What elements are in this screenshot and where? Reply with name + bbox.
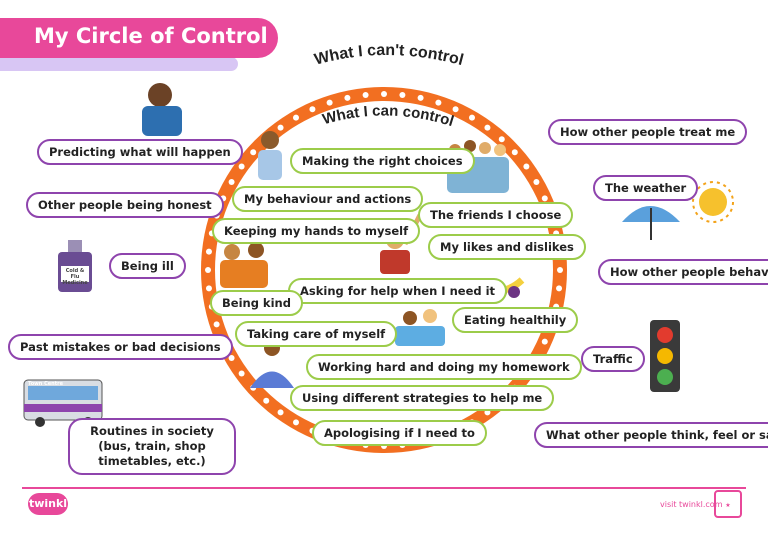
cant-behave-label: How other people behave bbox=[598, 259, 768, 285]
ring-dot bbox=[541, 338, 548, 345]
cant-traffic-label: Traffic bbox=[581, 346, 645, 372]
ring-dot bbox=[238, 163, 245, 170]
thinking-boy-image bbox=[142, 83, 182, 136]
page-title: My Circle of Control bbox=[34, 24, 268, 48]
cant-think-feel-label: What other people think, feel or say bbox=[534, 422, 768, 448]
ring-dot bbox=[228, 179, 235, 185]
can-apologise-label: Apologising if I need to bbox=[312, 420, 487, 446]
can-hands-label: Keeping my hands to myself bbox=[212, 218, 421, 244]
ring-dot bbox=[205, 285, 212, 292]
footer-line bbox=[22, 487, 746, 489]
can-friends-label: The friends I choose bbox=[418, 202, 574, 228]
ring-dot bbox=[469, 114, 475, 121]
ring-dot bbox=[344, 94, 351, 101]
ring-dot bbox=[250, 149, 257, 156]
umbrella-image bbox=[622, 206, 680, 240]
can-strategies-label: Using different strategies to help me bbox=[290, 385, 555, 411]
girl-phone-image bbox=[258, 131, 282, 180]
ring-dot bbox=[417, 94, 424, 101]
ring-dot bbox=[557, 267, 563, 273]
ring-dot bbox=[381, 91, 387, 97]
ring-dot bbox=[309, 106, 316, 113]
ring-dot bbox=[533, 179, 540, 185]
ring-dot bbox=[435, 99, 442, 106]
ring-dot bbox=[511, 149, 518, 156]
ring-dot bbox=[238, 370, 245, 377]
ring-dot bbox=[362, 91, 369, 98]
ring-dot bbox=[228, 355, 235, 361]
ring-dot bbox=[205, 248, 212, 255]
cant-routines-label: Routines in society (bus, train, shop ti… bbox=[68, 418, 236, 475]
ring-dot bbox=[452, 106, 459, 113]
ring-dot bbox=[205, 267, 211, 273]
title-banner bbox=[0, 18, 278, 58]
ring-dot bbox=[541, 195, 548, 202]
cant-past-mistakes-label: Past mistakes or bad decisions bbox=[8, 334, 233, 360]
ring-dot bbox=[498, 136, 505, 143]
ring-dot bbox=[326, 99, 333, 106]
twinkl-logo: twinkl bbox=[28, 493, 68, 515]
ring-dot bbox=[293, 114, 299, 121]
traffic-light-image bbox=[650, 320, 680, 392]
cant-weather-label: The weather bbox=[593, 175, 699, 201]
cant-honesty-label: Other people being honest bbox=[26, 192, 224, 218]
cant-being-ill-label: Being ill bbox=[109, 253, 186, 279]
ring-dot bbox=[213, 321, 220, 328]
ring-dot bbox=[399, 91, 406, 98]
outer-title: What I can't control bbox=[313, 42, 466, 69]
medicine-label-text: Cold & Flu Medicine bbox=[62, 268, 88, 286]
footer-url: visit twinkl.com bbox=[660, 500, 723, 509]
can-care-label: Taking care of myself bbox=[235, 321, 398, 347]
can-eating-label: Eating healthily bbox=[452, 307, 579, 333]
can-kind-label: Being kind bbox=[210, 290, 303, 316]
title-underline bbox=[0, 57, 238, 71]
can-ask-help-label: Asking for help when I need it bbox=[288, 278, 508, 304]
cant-predicting-label: Predicting what will happen bbox=[37, 139, 243, 165]
ring-dot bbox=[277, 409, 284, 416]
ring-dot bbox=[523, 163, 530, 170]
can-behaviour-label: My behaviour and actions bbox=[232, 186, 424, 212]
ring-dot bbox=[556, 285, 563, 292]
can-likes-label: My likes and dislikes bbox=[428, 234, 586, 260]
quality-badge: ★ bbox=[714, 490, 742, 518]
can-right-choices-label: Making the right choices bbox=[290, 148, 475, 174]
can-homework-label: Working hard and doing my homework bbox=[306, 354, 582, 380]
ring-dot bbox=[263, 397, 270, 404]
kids-hugging-image bbox=[220, 242, 268, 288]
ring-dot bbox=[293, 419, 299, 426]
bus-sign-text: Town Centre bbox=[28, 381, 63, 387]
medicine-bottle-image bbox=[58, 240, 92, 292]
ring-dot bbox=[484, 124, 491, 131]
sun-image bbox=[692, 181, 734, 223]
kids-homework-image bbox=[395, 309, 445, 346]
cant-treat-me-label: How other people treat me bbox=[548, 119, 748, 145]
ring-dot bbox=[277, 124, 284, 131]
